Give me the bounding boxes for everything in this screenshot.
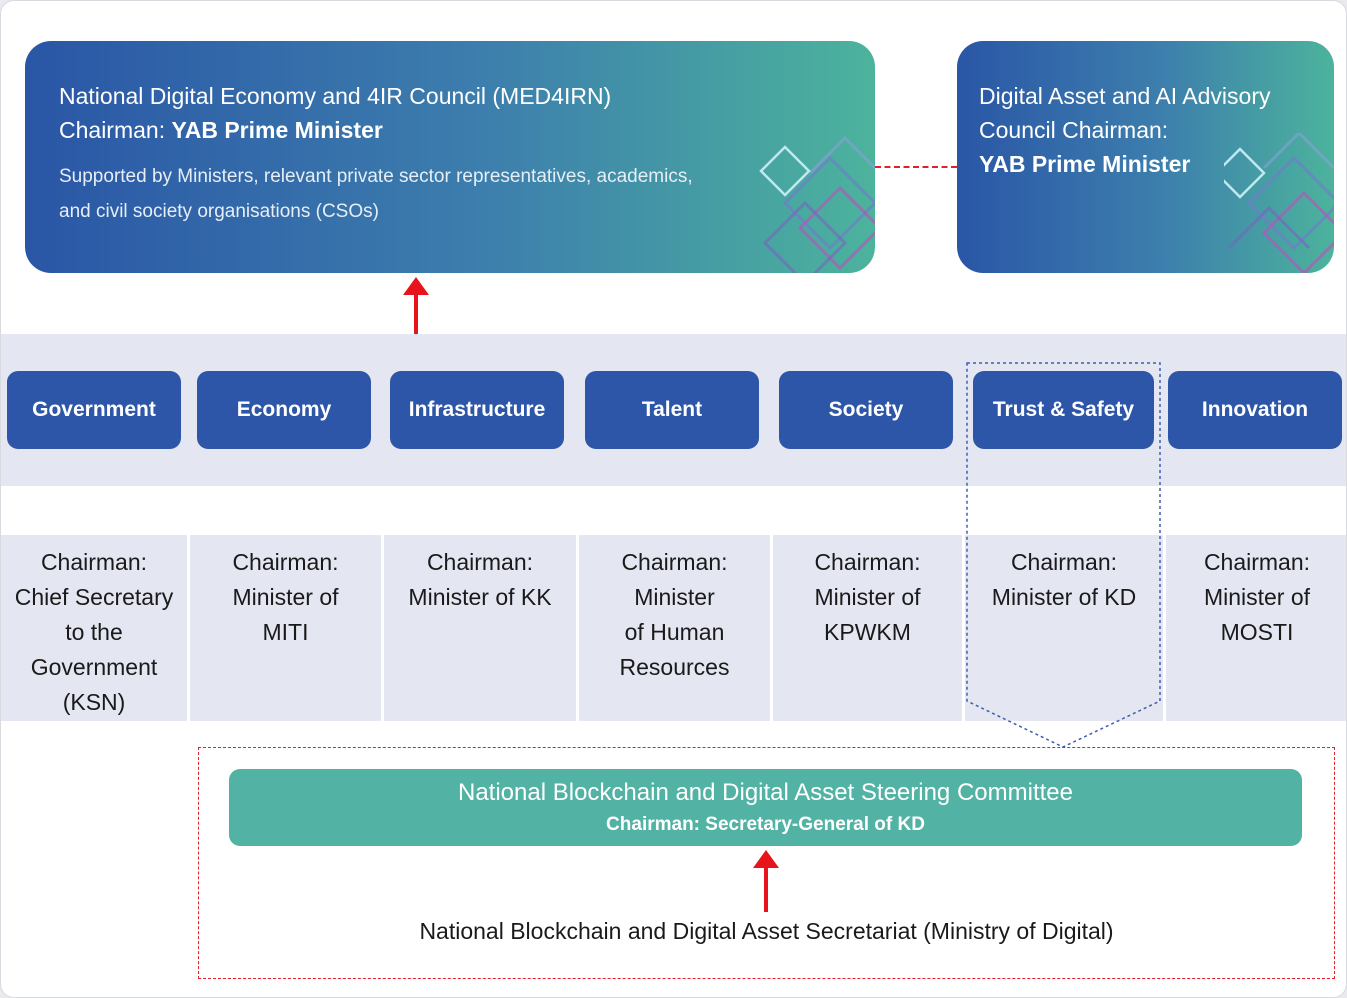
chair-government: Chairman: Chief Secretary to the Governm… — [1, 535, 187, 721]
chair-innovation-line: MOSTI — [1220, 619, 1294, 645]
chair-trust-safety-line: Minister of KD — [991, 584, 1137, 610]
pillar-innovation: Innovation — [1168, 371, 1342, 449]
arrow-head — [753, 850, 779, 868]
chair-talent-line: Resources — [619, 654, 730, 680]
chair-society-line: Minister of — [814, 584, 921, 610]
council-ai-title-2: Council Chairman: — [979, 117, 1169, 143]
secretariat-label: National Blockchain and Digital Asset Se… — [419, 918, 1114, 944]
chair-trust-safety: Chairman: Minister of KD — [965, 535, 1163, 721]
pillar-government: Government — [7, 371, 181, 449]
council-main-title: National Digital Economy and 4IR Council… — [59, 83, 612, 109]
pillar-society: Society — [779, 371, 953, 449]
pillar-infrastructure: Infrastructure — [390, 371, 564, 449]
chair-society-line: Chairman: — [814, 549, 921, 575]
pillar-economy: Economy — [197, 371, 371, 449]
chair-talent-line: of Human — [624, 619, 725, 645]
chair-talent: Chairman: Minister of Human Resources — [579, 535, 770, 721]
arrow-to-council — [401, 277, 431, 334]
chair-economy-line: MITI — [262, 619, 309, 645]
council-dashed-connector — [875, 166, 957, 168]
med4irn-council-box: National Digital Economy and 4IR Council… — [25, 41, 875, 273]
council-main-chair-name: YAB Prime Minister — [171, 117, 383, 143]
chair-government-line: Government — [30, 654, 158, 680]
chair-government-line: Chairman: — [40, 549, 148, 575]
chair-government-line: (KSN) — [62, 689, 126, 715]
steering-committee-chair: Chairman: Secretary-General of KD — [606, 814, 925, 835]
chair-infrastructure-line: Chairman: — [426, 549, 534, 575]
council-main-support-line2: and civil society organisations (CSOs) — [59, 201, 379, 222]
council-ai-title-1: Digital Asset and AI Advisory — [979, 83, 1271, 109]
chair-society: Chairman: Minister of KPWKM — [773, 535, 962, 721]
council-main-support: Supported by Ministers, relevant private… — [59, 159, 841, 229]
council-main-support-line1: Supported by Ministers, relevant private… — [59, 166, 693, 187]
chair-talent-line: Minister — [634, 584, 715, 610]
steering-committee-box: National Blockchain and Digital Asset St… — [229, 769, 1302, 846]
chair-innovation-line: Minister of — [1203, 584, 1311, 610]
chair-innovation: Chairman: Minister of MOSTI — [1166, 535, 1346, 721]
arrow-to-steering — [751, 850, 781, 912]
ai-advisory-council-box: Digital Asset and AI Advisory Council Ch… — [957, 41, 1334, 273]
council-main-chair: Chairman: YAB Prime Minister — [59, 113, 841, 147]
geometric-pattern-icon — [759, 135, 875, 273]
chair-government-line: to the — [65, 619, 123, 645]
arrow-shaft — [764, 866, 768, 912]
steering-dashed-outline — [198, 747, 1335, 979]
chair-trust-safety-line: Chairman: — [1010, 549, 1118, 575]
chair-infrastructure: Chairman: Minister of KK — [384, 535, 576, 721]
pillar-trust-safety: Trust & Safety — [973, 371, 1154, 449]
steering-committee-title: National Blockchain and Digital Asset St… — [458, 779, 1073, 806]
council-ai-chair-name: YAB Prime Minister — [979, 151, 1191, 177]
geometric-pattern-icon — [1224, 133, 1334, 273]
chair-innovation-line: Chairman: — [1203, 549, 1311, 575]
chair-society-line: KPWKM — [824, 619, 911, 645]
pillar-talent: Talent — [585, 371, 759, 449]
chairman-row: Chairman: Chief Secretary to the Governm… — [1, 535, 1346, 721]
chair-talent-line: Chairman: — [621, 549, 728, 575]
chair-government-line: Chief Secretary — [14, 584, 174, 610]
council-main-chair-prefix: Chairman: — [59, 117, 166, 143]
arrow-shaft — [414, 293, 418, 334]
chair-economy-line: Chairman: — [232, 549, 339, 575]
arrow-head — [403, 277, 429, 295]
chair-infrastructure-line: Minister of KK — [408, 584, 552, 610]
chair-economy: Chairman: Minister of MITI — [190, 535, 381, 721]
chair-economy-line: Minister of — [232, 584, 339, 610]
